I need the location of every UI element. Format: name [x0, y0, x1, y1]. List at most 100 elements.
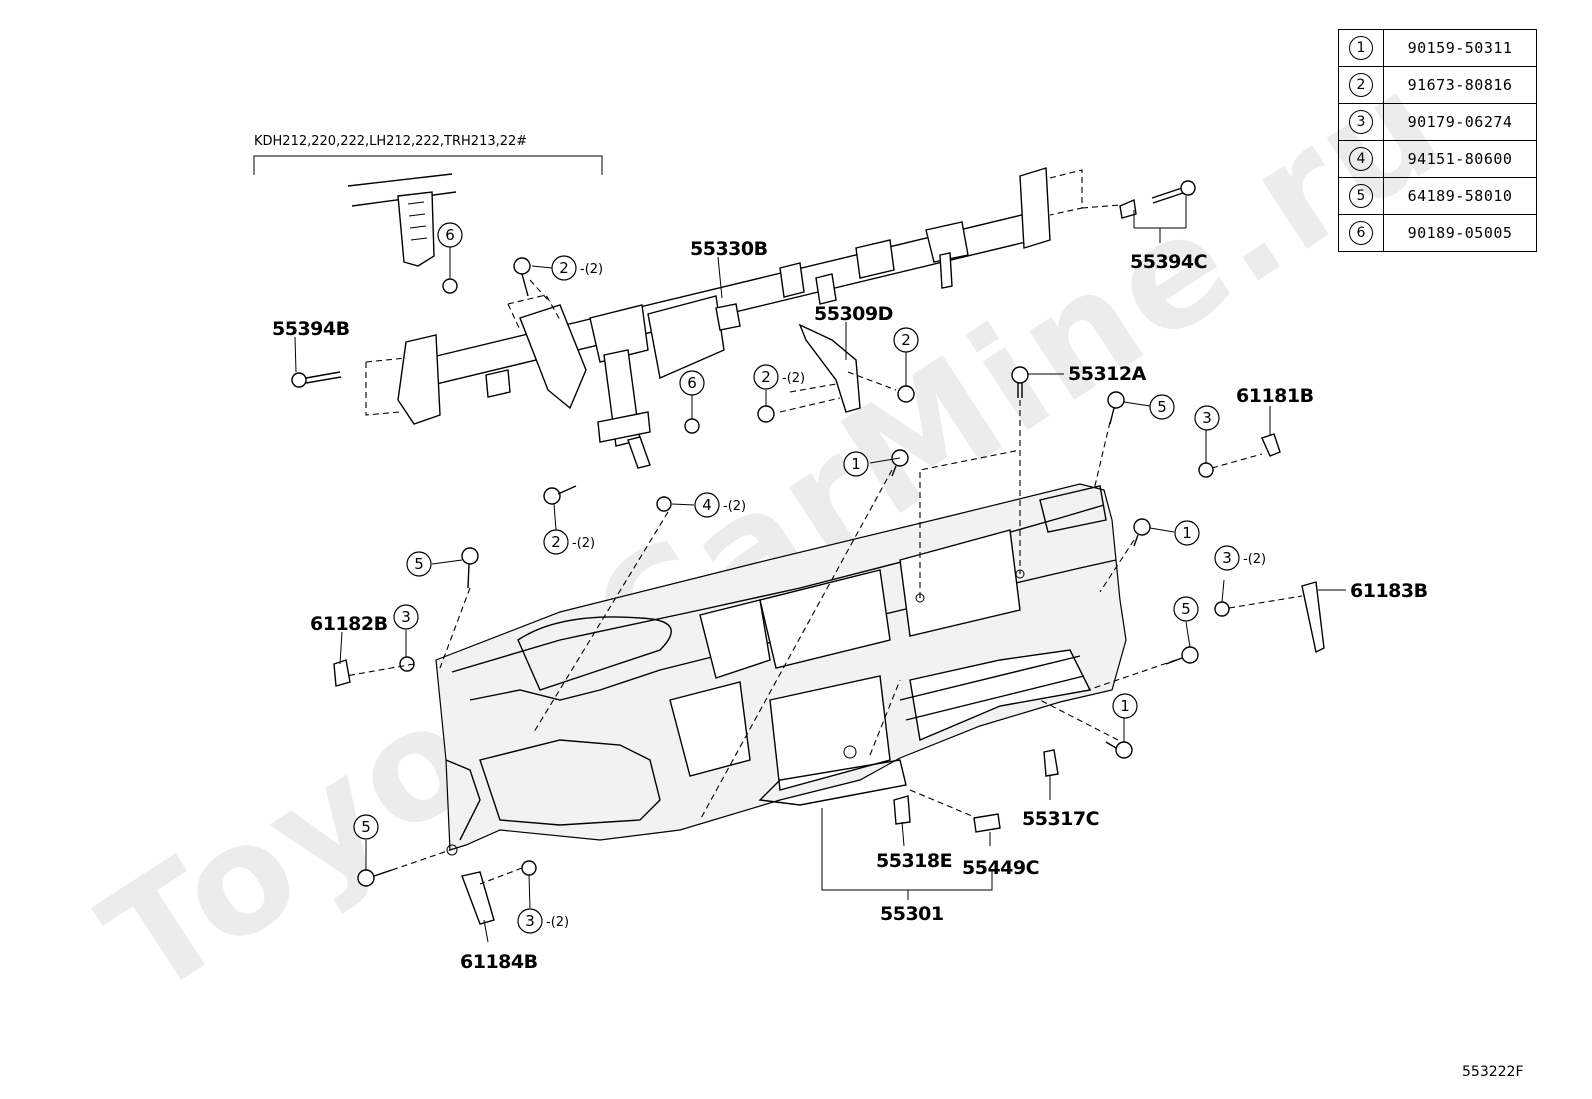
legend-part-number[interactable]: 94151-80600: [1383, 140, 1537, 178]
bracket-61183B: [1301, 581, 1325, 654]
callout-2: 2 -(2): [551, 255, 603, 281]
legend-part-number[interactable]: 90179-06274: [1383, 103, 1537, 141]
callout-5: 5: [1173, 596, 1199, 622]
bolt-1-right: [1133, 518, 1151, 547]
bracket-61181B: [1261, 433, 1281, 457]
svg-text:4: 4: [702, 496, 712, 514]
callout-2: 2: [893, 327, 919, 353]
label-61184B: 61184B: [460, 951, 538, 973]
label-55394C: 55394C: [1130, 251, 1207, 273]
svg-text:5: 5: [414, 555, 424, 573]
label-55449C: 55449C: [962, 857, 1039, 879]
label-55309D: 55309D: [814, 303, 893, 325]
panel-reinforcement-55301: [391, 400, 1177, 871]
label-55394B: 55394B: [272, 318, 350, 340]
bolt-5-bottom: [357, 869, 393, 887]
svg-text:1: 1: [851, 455, 861, 473]
label-55312A: 55312A: [1068, 363, 1147, 385]
callout-5: 5: [1149, 394, 1175, 420]
leaders: [294, 196, 1346, 943]
svg-text:5: 5: [1157, 398, 1167, 416]
legend-row: 2 91673-80816: [1338, 66, 1537, 104]
nut-6-mid: [684, 418, 700, 434]
svg-text:2: 2: [761, 368, 771, 386]
part-55318E: [893, 795, 911, 825]
bolt-55394B: [291, 371, 342, 388]
diagram-code: 553222F: [1462, 1064, 1524, 1080]
label-55301: 55301: [880, 903, 944, 925]
nut-6-top: [442, 278, 458, 294]
svg-text:5: 5: [361, 818, 371, 836]
svg-text:2: 2: [559, 259, 569, 277]
model-note: KDH212,220,222,LH212,222,TRH213,22#: [253, 134, 603, 175]
model-note-text: KDH212,220,222,LH212,222,TRH213,22#: [254, 134, 527, 149]
legend-key: 1: [1349, 36, 1373, 60]
callout-5: 5: [406, 551, 432, 577]
legend-part-number[interactable]: 90189-05005: [1383, 214, 1537, 252]
legend-row: 6 90189-05005: [1338, 214, 1537, 252]
svg-text:-(2): -(2): [546, 915, 569, 930]
svg-text:3: 3: [1202, 409, 1212, 427]
label-55317C: 55317C: [1022, 808, 1099, 830]
steering-support-beam: [365, 167, 1121, 469]
legend-part-number[interactable]: 64189-58010: [1383, 177, 1537, 215]
bolt-55394C: [1119, 180, 1196, 219]
part-labels: 55330B 55394B 55394C 55309D 55312A 61181…: [272, 238, 1428, 973]
bolt-5-top: [1107, 391, 1125, 425]
callout-6: 6: [679, 370, 705, 396]
callout-3: 3-(2): [1214, 545, 1266, 571]
svg-text:-(2): -(2): [1243, 552, 1266, 567]
callout-3: 3 -(2): [517, 908, 569, 934]
part-55317C: [1043, 749, 1059, 777]
bolt-1-lower: [1105, 741, 1133, 759]
label-61183B: 61183B: [1350, 580, 1428, 602]
callout-5: 5: [353, 814, 379, 840]
legend-row: 3 90179-06274: [1338, 103, 1537, 141]
svg-text:2: 2: [551, 533, 561, 551]
bracket-61182B: [333, 659, 351, 687]
nut-4: [656, 496, 672, 512]
legend-part-number[interactable]: 90159-50311: [1383, 29, 1537, 67]
callout-2: 2 -(2): [543, 529, 595, 555]
callout-1: 1: [1174, 520, 1200, 546]
legend-row: 1 90159-50311: [1338, 29, 1537, 67]
callout-2: 2 -(2): [753, 364, 805, 390]
fasteners: [291, 180, 1325, 925]
bracket-55309D: [779, 323, 897, 413]
legend-row: 5 64189-58010: [1338, 177, 1537, 215]
svg-text:3: 3: [525, 912, 535, 930]
sub-rail: [347, 173, 457, 267]
label-55330B: 55330B: [690, 238, 768, 260]
legend-key: 3: [1349, 110, 1373, 134]
label-55318E: 55318E: [876, 850, 952, 872]
callout-3: 3: [393, 604, 419, 630]
svg-text:-(2): -(2): [782, 371, 805, 386]
legend-key: 2: [1349, 73, 1373, 97]
nut-3-61181B: [1198, 462, 1214, 478]
svg-text:6: 6: [445, 226, 455, 244]
bracket-61184B: [461, 871, 495, 925]
label-61182B: 61182B: [310, 613, 388, 635]
svg-text:5: 5: [1181, 600, 1191, 618]
legend-part-number[interactable]: 91673-80816: [1383, 66, 1537, 104]
part-55449C: [973, 813, 1001, 833]
clip-55312A: [1011, 366, 1029, 398]
svg-text:2: 2: [901, 331, 911, 349]
bolt-2-top: [513, 257, 531, 297]
svg-text:-(2): -(2): [572, 536, 595, 551]
bolt-2-left: [757, 405, 775, 423]
callouts: 6 6 2-(2) 2 2-(2) 2-(2) 4-(2) 1 1 1 5 5 …: [353, 222, 1266, 934]
legend-key: 4: [1349, 147, 1373, 171]
legend-key: 5: [1349, 184, 1373, 208]
svg-text:-(2): -(2): [723, 499, 746, 514]
legend-key: 6: [1349, 221, 1373, 245]
legend-row: 4 94151-80600: [1338, 140, 1537, 178]
bolt-2-right: [897, 385, 915, 403]
nut-3-61183B: [1214, 601, 1230, 617]
nut-3-61184B: [521, 860, 537, 876]
callout-1: 1: [843, 451, 869, 477]
svg-text:1: 1: [1120, 697, 1130, 715]
part-number-legend: 1 90159-50311 2 91673-80816 3 90179-0627…: [1338, 29, 1537, 252]
svg-text:-(2): -(2): [580, 262, 603, 277]
